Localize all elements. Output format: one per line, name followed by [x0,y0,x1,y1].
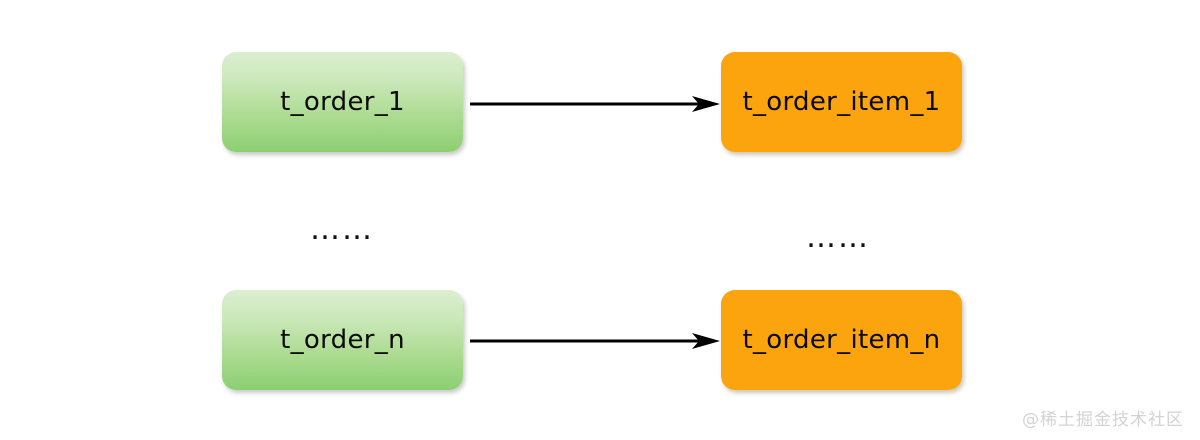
arrowhead-icon [692,333,720,349]
watermark: @稀土掘金技术社区 [1022,410,1184,430]
node-t-order-n[interactable]: t_order_n [222,290,463,390]
ellipsis-left: …… [310,212,374,247]
arrowhead-icon [692,96,720,112]
connector-arrow-row-1 [470,96,722,112]
node-t-order-item-n[interactable]: t_order_item_n [721,290,962,390]
node-label: t_order_item_1 [742,87,941,117]
node-t-order-item-1[interactable]: t_order_item_1 [721,52,962,152]
node-label: t_order_n [280,325,405,355]
node-label: t_order_1 [280,87,405,117]
ellipsis-right: …… [806,220,870,255]
connector-arrow-row-2 [470,333,722,349]
node-t-order-1[interactable]: t_order_1 [222,52,463,152]
node-label: t_order_item_n [742,325,941,355]
